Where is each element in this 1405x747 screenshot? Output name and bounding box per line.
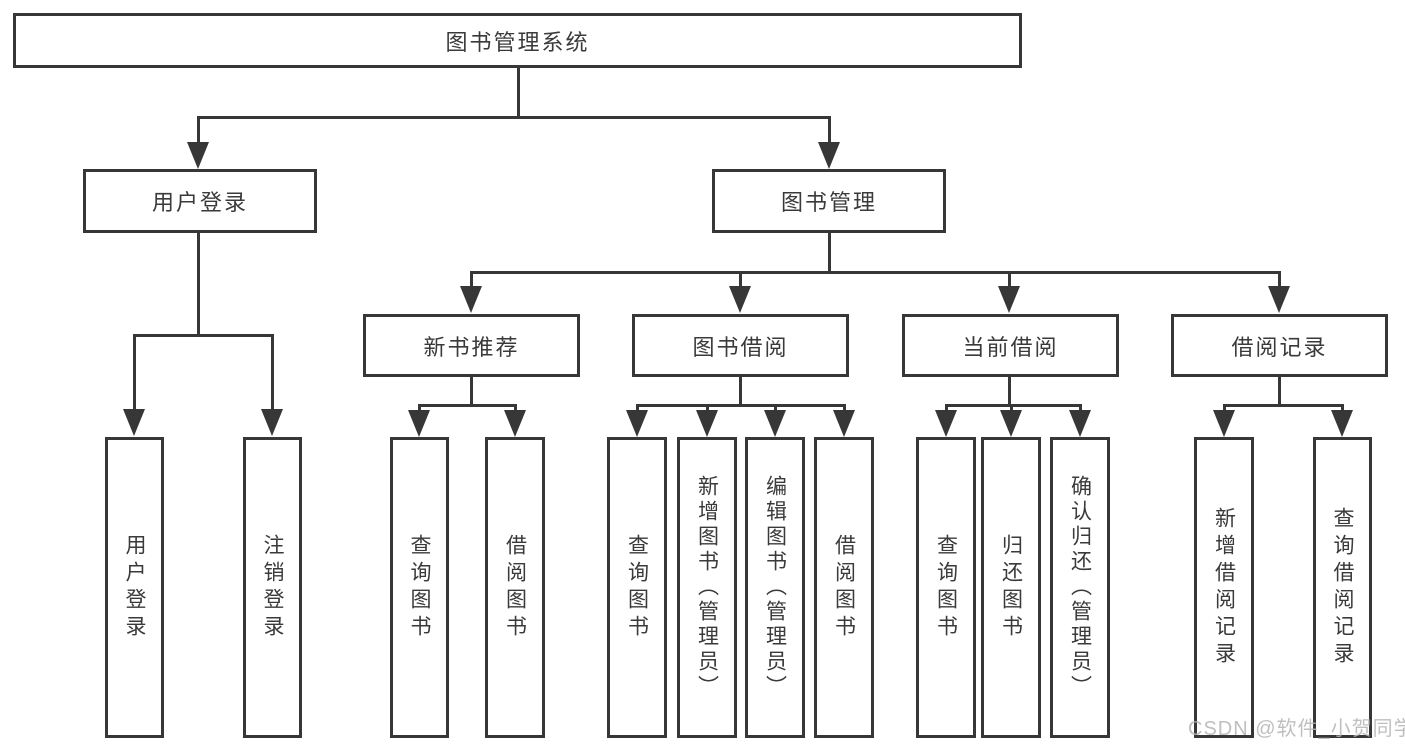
arrow-to-leaf [764,410,786,437]
leaf-query-books-borrowing: 查询图书 [607,437,667,738]
arrow-to-leaf [696,410,718,437]
node-borrowing-records: 借阅记录 [1171,314,1388,377]
csdn-watermark: CSDN @软件_小贺同学 [1188,718,1405,740]
leaf-label: 用户登录 [123,533,146,642]
connector-user-login-rail [133,334,274,337]
leaf-return-books: 归还图书 [981,437,1041,738]
leaf-label: 编辑图书（管理员） [763,475,787,700]
arrow-to-leaf [504,410,526,437]
connector-leaf-stem [418,404,421,412]
leaf-query-borrow-record: 查询借阅记录 [1313,437,1372,738]
node-label: 新书推荐 [423,334,520,360]
leaf-label: 确认归还（管理员） [1068,475,1092,700]
leaf-label: 新增图书（管理员） [695,475,719,700]
leaf-borrow-books-recommend: 借阅图书 [485,437,545,738]
arrow-to-leaf [833,410,855,437]
connector-root-stem [517,67,520,118]
connector-leaf-stem [1341,404,1344,412]
leaf-label: 借阅图书 [832,533,856,642]
connector-leaf-stem [1223,404,1226,412]
connector-group-rail [636,404,846,407]
connector-group-rail [418,404,517,407]
connector-branch-stem [1008,271,1011,288]
connector-leaf-stem [1079,404,1082,412]
node-library-management-system: 图书管理系统 [13,13,1022,68]
leaf-label: 注销登录 [261,533,284,642]
connector-leaf-stem [271,334,274,409]
connector-book-mgmt-rail [470,271,1281,274]
leaf-label: 归还图书 [999,533,1023,642]
arrow-to-leaf [626,410,648,437]
arrow-to-leaf [123,409,145,436]
leaf-query-books-recommend: 查询图书 [390,437,449,738]
connector-leaf-stem [843,404,846,412]
arrow-to-borrow-records [1268,286,1290,313]
arrow-to-book-borrow [729,286,751,313]
node-label: 图书借阅 [692,334,789,360]
connector-leaf-stem [706,404,709,412]
connector-group-stem [739,377,742,407]
arrow-to-leaf [1000,410,1022,437]
arrow-to-leaf [1069,410,1091,437]
arrow-to-leaf [1213,410,1235,437]
connector-branch-stem [470,271,473,288]
node-label: 用户登录 [151,190,248,215]
connector-user-login-stem [197,233,200,337]
leaf-user-login: 用户登录 [105,437,164,738]
leaf-add-borrow-record: 新增借阅记录 [1194,437,1254,738]
connector-group-rail [1223,404,1344,407]
leaf-label: 查询图书 [934,533,958,642]
leaf-label: 新增借阅记录 [1212,506,1236,669]
connector-leaf-stem [514,404,517,412]
connector-group-stem [470,377,473,407]
connector-branch-stem [739,271,742,288]
arrow-to-book-mgmt [818,142,840,169]
connector-book-mgmt-stem [828,233,831,274]
connector-to-user-login-stem [197,116,200,144]
leaf-add-books-admin: 新增图书（管理员） [677,437,737,738]
connector-leaf-stem [774,404,777,412]
node-label: 当前借阅 [962,334,1059,360]
arrow-to-user-login [187,142,209,169]
connector-root-rail [198,116,831,119]
connector-leaf-stem [1010,404,1013,412]
arrow-to-leaf [408,410,430,437]
connector-leaf-stem [133,334,136,409]
arrow-to-leaf [935,410,957,437]
node-label: 借阅记录 [1231,334,1328,360]
leaf-borrow-books: 借阅图书 [814,437,874,738]
node-current-borrowing: 当前借阅 [902,314,1119,377]
arrow-to-current-borrow [998,286,1020,313]
node-new-book-recommend: 新书推荐 [363,314,580,377]
leaf-label: 查询图书 [625,533,649,642]
node-user-login: 用户登录 [83,169,317,233]
connector-group-stem [1278,377,1281,407]
arrow-to-leaf [1331,410,1353,437]
leaf-label: 借阅图书 [503,533,527,642]
arrow-to-new-books [460,286,482,313]
node-label: 图书管理 [780,190,877,215]
leaf-edit-books-admin: 编辑图书（管理员） [745,437,805,738]
node-book-management: 图书管理 [712,169,946,233]
connector-group-rail [945,404,1082,407]
leaf-label: 查询图书 [408,533,431,642]
connector-branch-stem [1278,271,1281,288]
connector-leaf-stem [636,404,639,412]
leaf-query-books-current: 查询图书 [916,437,976,738]
connector-to-book-mgmt-stem [828,116,831,144]
node-label: 图书管理系统 [445,29,590,55]
connector-group-stem [1008,377,1011,407]
leaf-logout: 注销登录 [243,437,302,738]
arrow-to-leaf [261,409,283,436]
leaf-confirm-return-admin: 确认归还（管理员） [1050,437,1110,738]
leaf-label: 查询借阅记录 [1331,506,1354,669]
node-book-borrowing: 图书借阅 [632,314,849,377]
connector-leaf-stem [945,404,948,412]
